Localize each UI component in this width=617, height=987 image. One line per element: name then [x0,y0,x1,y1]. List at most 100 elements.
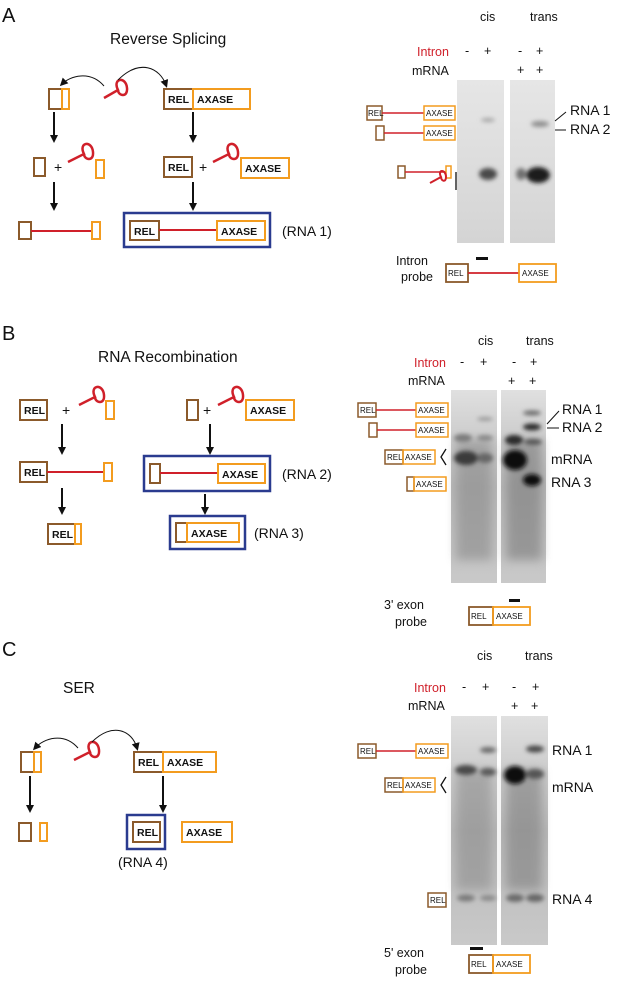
svg-text:REL: REL [387,781,403,790]
svg-text:+: + [536,63,543,77]
svg-text:AXASE: AXASE [221,226,257,238]
svg-text:+: + [508,374,515,388]
svg-text:+: + [199,159,207,175]
svg-text:-: - [518,44,522,58]
gel-b [451,390,546,583]
svg-text:AXASE: AXASE [418,747,445,756]
svg-text:REL: REL [448,269,464,278]
svg-text:AXASE: AXASE [496,960,523,969]
panel-a: A Reverse Splicing REL AXASE + REL + A [2,5,611,284]
svg-text:-: - [512,355,516,369]
svg-text:REL: REL [168,162,190,174]
svg-text:AXASE: AXASE [405,453,432,462]
gel-a [457,80,555,243]
panel-letter-a: A [2,5,16,27]
svg-text:RNA 2: RNA 2 [570,121,611,137]
svg-text:AXASE: AXASE [418,406,445,415]
svg-text:REL: REL [137,827,159,839]
svg-text:-: - [465,44,469,58]
svg-text:-: - [462,680,466,694]
svg-text:cis: cis [478,334,493,348]
svg-text:(RNA 3): (RNA 3) [254,525,304,541]
rel-label: REL [168,94,190,106]
svg-text:5' exon: 5' exon [384,946,424,960]
svg-text:RNA 1: RNA 1 [570,102,611,118]
svg-text:RNA 3: RNA 3 [551,474,592,490]
arrow-curved-left [59,75,105,87]
svg-text:AXASE: AXASE [496,612,523,621]
svg-text:+: + [536,44,543,58]
svg-text:REL: REL [24,467,46,479]
svg-text:AXASE: AXASE [191,528,227,540]
svg-text:+: + [532,680,539,694]
panel-letter-c: C [2,639,16,661]
panel-letter-b: B [2,323,15,345]
gel-c [451,716,548,945]
svg-text:AXASE: AXASE [222,469,258,481]
svg-text:+: + [484,44,491,58]
rna1-product-label: (RNA 1) [282,223,332,239]
svg-text:+: + [203,402,211,418]
svg-text:Intron: Intron [417,45,449,59]
svg-text:trans: trans [526,334,554,348]
arrow-curved-right [117,66,169,88]
svg-text:3' exon: 3' exon [384,598,424,612]
svg-text:REL: REL [387,453,403,462]
svg-text:AXASE: AXASE [426,109,453,118]
svg-text:AXASE: AXASE [418,426,445,435]
svg-text:trans: trans [530,10,558,24]
svg-text:probe: probe [401,270,433,284]
svg-text:+: + [531,699,538,713]
svg-text:RNA 1: RNA 1 [562,401,603,417]
svg-text:+: + [530,355,537,369]
svg-text:AXASE: AXASE [405,781,432,790]
svg-text:(RNA 2): (RNA 2) [282,466,332,482]
svg-text:mRNA: mRNA [408,374,445,388]
svg-text:mRNA: mRNA [551,451,593,467]
svg-text:AXASE: AXASE [522,269,549,278]
svg-text:trans: trans [525,649,553,663]
svg-text:REL: REL [471,960,487,969]
svg-text:(RNA 4): (RNA 4) [118,854,168,870]
mrna-rel-axase: REL AXASE [163,88,251,110]
svg-text:REL: REL [471,612,487,621]
svg-text:cis: cis [477,649,492,663]
rna4-product: REL [125,813,167,851]
panel-b-title: RNA Recombination [98,349,238,366]
svg-text:REL: REL [360,747,376,756]
svg-text:+: + [62,402,70,418]
svg-text:AXASE: AXASE [186,827,222,839]
cut-site-brown-orange [48,88,70,110]
svg-text:RNA 1: RNA 1 [552,742,593,758]
svg-text:REL: REL [368,109,384,118]
svg-text:REL: REL [52,529,74,541]
panel-b: B RNA Recombination REL + REL REL + AXAS… [2,323,603,629]
svg-text:AXASE: AXASE [167,757,203,769]
svg-text:AXASE: AXASE [250,405,286,417]
svg-text:-: - [512,680,516,694]
svg-text:+: + [54,159,62,175]
axase-label: AXASE [197,94,233,106]
svg-text:REL: REL [134,226,156,238]
svg-text:Intron: Intron [396,254,428,268]
svg-text:+: + [511,699,518,713]
svg-text:mRNA: mRNA [412,64,449,78]
svg-text:Intron: Intron [414,681,446,695]
svg-text:Intron: Intron [414,356,446,370]
svg-text:+: + [480,355,487,369]
panel-a-title: Reverse Splicing [110,31,226,48]
panel-c: C SER REL AXASE REL AXASE (RNA 4) cis tr… [2,639,594,977]
svg-text:AXASE: AXASE [426,129,453,138]
svg-text:probe: probe [395,615,427,629]
svg-text:mRNA: mRNA [552,779,594,795]
svg-text:probe: probe [395,963,427,977]
svg-text:+: + [529,374,536,388]
svg-text:+: + [517,63,524,77]
svg-text:AXASE: AXASE [245,163,281,175]
svg-text:AXASE: AXASE [416,480,443,489]
intron-lariat [103,78,129,100]
svg-text:mRNA: mRNA [408,699,445,713]
rna1-product: REL AXASE [122,211,272,249]
svg-text:cis: cis [480,10,495,24]
